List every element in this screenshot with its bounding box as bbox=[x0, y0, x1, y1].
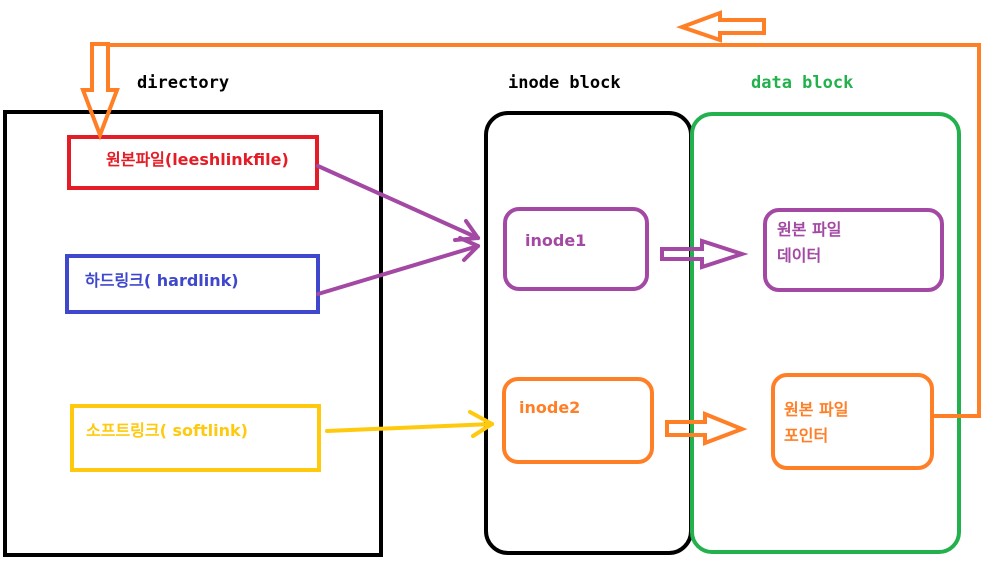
softlink-label: 소프트링크( softlink) bbox=[86, 421, 248, 440]
directory-container bbox=[3, 110, 383, 557]
data-block-container bbox=[690, 112, 961, 554]
data-block-heading: data block bbox=[751, 73, 854, 93]
hardlink-label: 하드링크( hardlink) bbox=[85, 271, 239, 290]
inode1-box bbox=[503, 207, 649, 291]
inode-block-heading: inode block bbox=[508, 73, 621, 93]
original-to-inode1-arrow bbox=[316, 164, 480, 242]
inode2-box bbox=[502, 377, 654, 464]
pointer-loop-line bbox=[107, 43, 981, 418]
hardlink-to-inode1-arrow bbox=[316, 236, 480, 296]
original-file-box bbox=[67, 135, 319, 190]
pointer-data-box bbox=[771, 373, 934, 470]
inode1-label: inode1 bbox=[525, 231, 587, 250]
hardlink-box bbox=[65, 254, 320, 314]
inode2-label: inode2 bbox=[519, 398, 581, 417]
pointer-data-label-line2: 포인터 bbox=[784, 426, 829, 445]
softlink-to-inode2-arrow bbox=[325, 410, 494, 438]
pointer-data-label-line1: 원본 파일 bbox=[784, 400, 849, 419]
softlink-box bbox=[70, 404, 321, 472]
inode-block-container bbox=[484, 111, 693, 555]
loop-left-arrow-icon bbox=[676, 10, 766, 43]
loop-down-arrow-icon bbox=[80, 42, 120, 141]
original-file-label: 원본파일(leeshlinkfile) bbox=[106, 150, 289, 169]
inode1-to-data-arrow bbox=[660, 238, 749, 270]
original-data-label-line1: 원본 파일 bbox=[777, 220, 842, 239]
original-data-label-line2: 데이터 bbox=[777, 246, 822, 265]
original-data-box bbox=[763, 208, 944, 292]
inode2-to-pointer-arrow bbox=[665, 411, 748, 446]
directory-heading: directory bbox=[137, 73, 230, 93]
